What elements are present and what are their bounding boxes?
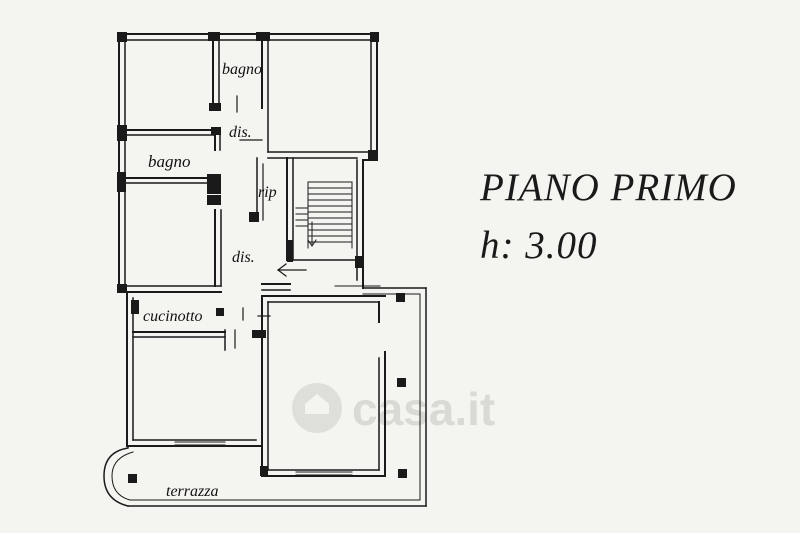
watermark: casa.it (292, 383, 495, 435)
watermark-text: casa.it (352, 383, 495, 435)
room-label-dis-lower: dis. (232, 249, 255, 266)
staircase (295, 181, 353, 249)
plan-title: PIANO PRIMO (480, 166, 737, 209)
room-label-bagno-upper: bagno (222, 61, 262, 78)
room-label-bagno-lower: bagno (148, 152, 191, 171)
plan-height: h: 3.00 (480, 224, 598, 267)
room-label-cucinotto: cucinotto (143, 308, 203, 325)
room-label-terrazza: terrazza (166, 483, 218, 500)
room-label-rip: rip (258, 184, 277, 201)
house-icon (305, 394, 329, 414)
structural-pillars (117, 32, 407, 483)
room-label-dis-upper: dis. (229, 124, 252, 141)
